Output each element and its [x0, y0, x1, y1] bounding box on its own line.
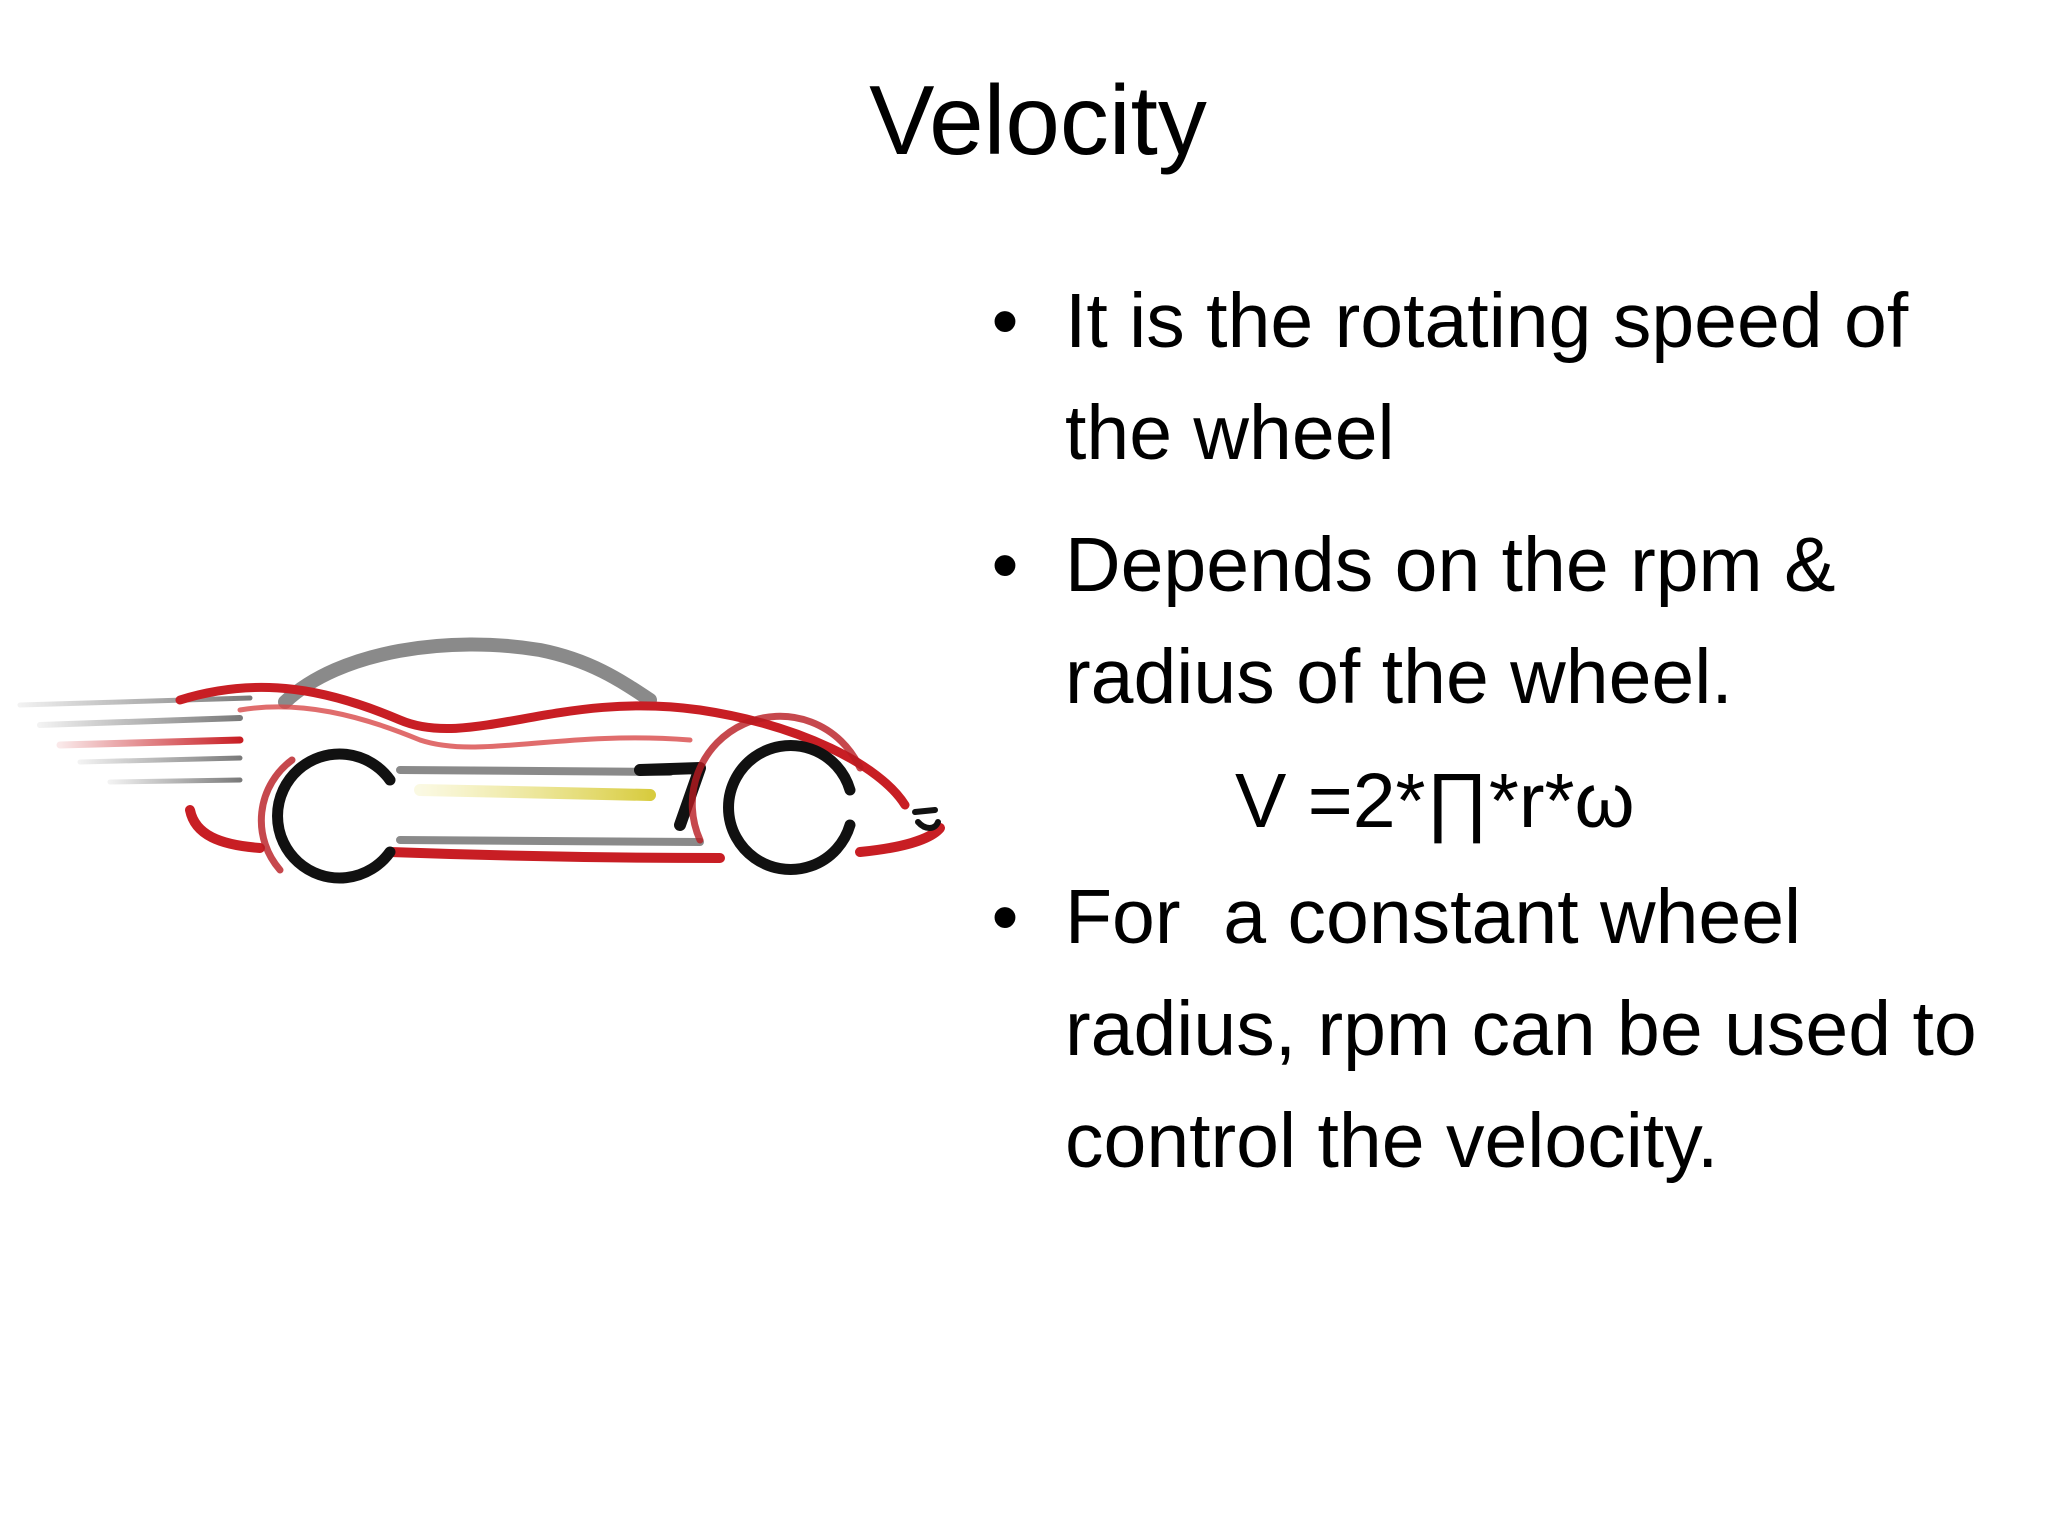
slide-title: Velocity [869, 65, 1207, 175]
car-body-upper-line [175, 682, 910, 810]
velocity-formula: V =2*∏*r*ω [1235, 758, 1635, 844]
bullet-marker: • [991, 874, 1019, 960]
car-body-lower-line [185, 805, 945, 863]
bullet-item: • It is the rotating speed of the wheel [985, 265, 2005, 489]
car-side-stripe [414, 784, 656, 801]
front-wheel [688, 712, 864, 875]
bullet-text: It is the rotating speed of the wheel [1065, 278, 1930, 476]
bullet-marker: • [991, 522, 1019, 608]
bullet-item: • For a constant wheel radius, rpm can b… [985, 861, 2005, 1197]
rear-wheel [257, 748, 396, 884]
bullet-text: Depends on the rpm & radius of the wheel… [1065, 522, 1857, 720]
speed-lines [17, 695, 253, 785]
bullet-list: • It is the rotating speed of the wheel … [985, 265, 2005, 1217]
bullet-item: • Depends on the rpm & radius of the whe… [985, 509, 2005, 733]
bullet-marker: • [991, 278, 1019, 364]
bullet-text: For a constant wheel radius, rpm can be … [1065, 874, 1999, 1184]
car-body-inner-line [237, 704, 693, 750]
speeding-car-illustration [17, 637, 945, 884]
car-roof-line [278, 637, 657, 709]
car-side-grey-line [396, 766, 704, 846]
car-front-bumper [912, 807, 941, 831]
